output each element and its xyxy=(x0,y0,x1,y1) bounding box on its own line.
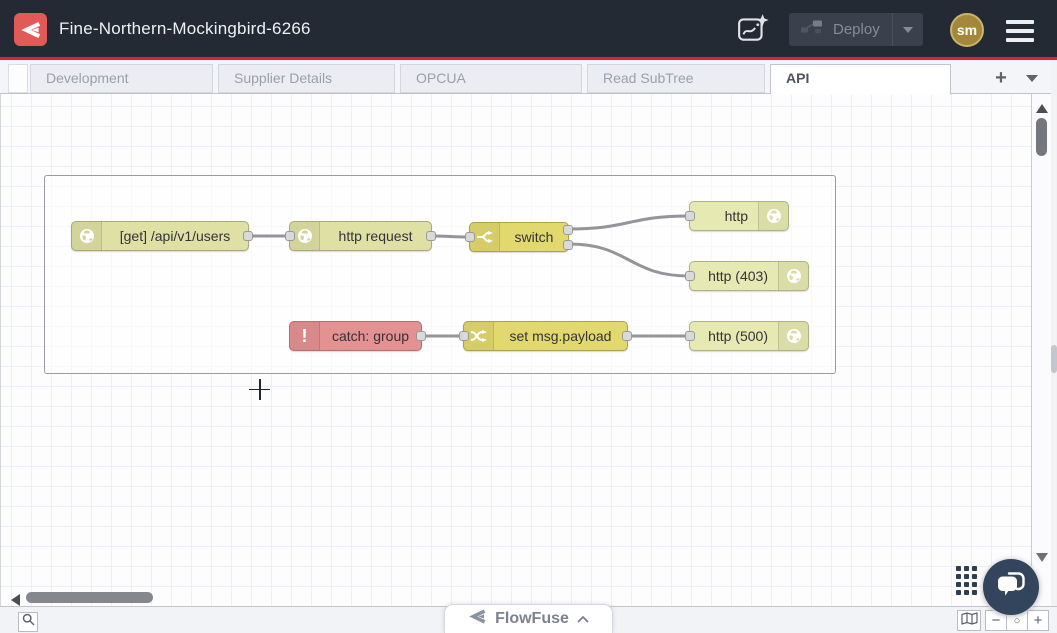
shuffle-icon xyxy=(464,322,494,350)
navigator-button[interactable] xyxy=(957,610,981,631)
vertical-scrollbar[interactable] xyxy=(1031,94,1051,633)
tab-label: Development xyxy=(46,70,129,86)
chevron-up-icon[interactable] xyxy=(577,610,589,628)
banner-label: FlowFuse xyxy=(495,610,569,627)
node-output-port[interactable] xyxy=(426,231,436,241)
tab-list-chevron-icon[interactable] xyxy=(1026,75,1038,82)
browser-scrollbar[interactable] xyxy=(1051,60,1057,633)
tab-label: API xyxy=(786,70,810,86)
scroll-down-icon[interactable] xyxy=(1036,553,1048,562)
globe-icon xyxy=(290,222,320,250)
node-catch[interactable]: ! catch: group xyxy=(289,321,426,351)
node-switch[interactable]: switch xyxy=(465,222,573,252)
exclamation-icon: ! xyxy=(290,322,320,350)
node-input-port[interactable] xyxy=(685,211,695,221)
node-http-response-403[interactable]: http (403) xyxy=(685,261,809,291)
dot xyxy=(972,574,977,579)
horizontal-scrollbar-thumb[interactable] xyxy=(26,592,153,603)
node-label: [get] /api/v1/users xyxy=(119,228,231,244)
tab-label: OPCUA xyxy=(416,70,466,86)
flowfuse-logo-icon xyxy=(14,13,47,46)
deploy-button[interactable]: Deploy xyxy=(789,13,923,46)
tab-opcua[interactable]: OPCUA xyxy=(400,64,582,93)
tab-scroll-stub xyxy=(8,64,28,93)
node-input-port[interactable] xyxy=(465,232,475,242)
globe-icon xyxy=(758,202,788,230)
tab-development[interactable]: Development xyxy=(30,64,213,93)
chevron-down-icon[interactable] xyxy=(902,26,913,33)
menu-bar xyxy=(1006,38,1034,42)
node-input-port[interactable] xyxy=(685,331,695,341)
flowfuse-banner[interactable]: FlowFuse xyxy=(444,604,613,633)
node-output-port-2[interactable] xyxy=(563,240,573,250)
dot xyxy=(972,566,977,571)
search-icon xyxy=(22,613,35,631)
globe-icon xyxy=(72,222,102,250)
dot xyxy=(956,582,961,587)
dot xyxy=(956,574,961,579)
node-label: http xyxy=(724,208,748,224)
node-http-in[interactable]: [get] /api/v1/users xyxy=(71,221,253,251)
vertical-scrollbar-thumb[interactable] xyxy=(1036,118,1047,156)
dot xyxy=(972,590,977,595)
globe-icon xyxy=(778,322,808,350)
flowfuse-logo-gray-icon xyxy=(468,607,487,631)
flow-assistant-icon[interactable] xyxy=(736,12,770,46)
scroll-left-icon[interactable] xyxy=(11,594,20,606)
tab-api[interactable]: API xyxy=(770,64,951,95)
browser-scrollbar-thumb[interactable] xyxy=(1051,345,1057,373)
tab-label: Read SubTree xyxy=(603,70,694,86)
tab-label: Supplier Details xyxy=(234,70,333,86)
node-output-port[interactable] xyxy=(416,331,426,341)
menu-icon[interactable] xyxy=(1006,20,1034,42)
avatar[interactable]: sm xyxy=(950,13,984,47)
dot xyxy=(964,582,969,587)
node-input-port[interactable] xyxy=(459,331,469,341)
node-http-request[interactable]: http request xyxy=(285,221,436,251)
tab-supplier-details[interactable]: Supplier Details xyxy=(218,64,395,93)
divider xyxy=(891,13,893,46)
add-flow-button[interactable]: + xyxy=(995,67,1007,89)
dot xyxy=(972,582,977,587)
page-title: Fine-Northern-Mockingbird-6266 xyxy=(59,18,311,38)
node-output-port-1[interactable] xyxy=(563,225,573,235)
node-output-port[interactable] xyxy=(243,231,253,241)
scroll-up-icon[interactable] xyxy=(1036,104,1048,113)
zoom-in-button[interactable]: + xyxy=(1027,610,1049,631)
menu-bar xyxy=(1006,20,1034,24)
flow-canvas[interactable]: [get] /api/v1/users http request switch xyxy=(0,94,1031,633)
dot xyxy=(964,590,969,595)
tab-read-subtree[interactable]: Read SubTree xyxy=(587,64,765,93)
dot xyxy=(964,566,969,571)
node-http-response-500[interactable]: http (500) xyxy=(685,321,809,351)
node-output-port[interactable] xyxy=(622,331,632,341)
node-input-port[interactable] xyxy=(285,231,295,241)
node-change[interactable]: set msg.payload xyxy=(459,321,632,351)
node-input-port[interactable] xyxy=(685,271,695,281)
dot xyxy=(956,566,961,571)
dot xyxy=(964,574,969,579)
node-label: switch xyxy=(514,229,554,245)
exclamation-glyph: ! xyxy=(301,325,308,346)
header: Fine-Northern-Mockingbird-6266 Deploy xyxy=(0,0,1057,60)
node-label: set msg.payload xyxy=(509,328,612,344)
menu-bar xyxy=(1006,29,1034,33)
node-http-response[interactable]: http xyxy=(685,201,789,231)
node-label: catch: group xyxy=(331,328,410,344)
workspace-tabbar: Development Supplier Details OPCUA Read … xyxy=(0,60,1057,95)
node-label: http (500) xyxy=(708,328,768,344)
chat-launcher-button[interactable] xyxy=(983,559,1039,615)
cursor-crosshair xyxy=(249,388,270,390)
fork-icon xyxy=(470,223,500,251)
map-icon xyxy=(960,611,978,630)
dot xyxy=(956,590,961,595)
globe-icon xyxy=(778,262,808,290)
chat-bubbles-icon xyxy=(996,571,1026,604)
node-label: http (403) xyxy=(708,268,768,284)
node-label: http request xyxy=(338,228,413,244)
deploy-label: Deploy xyxy=(833,21,880,38)
search-button[interactable] xyxy=(18,612,38,632)
deploy-nodes-icon xyxy=(801,19,823,40)
chat-drag-handle[interactable] xyxy=(956,566,977,595)
